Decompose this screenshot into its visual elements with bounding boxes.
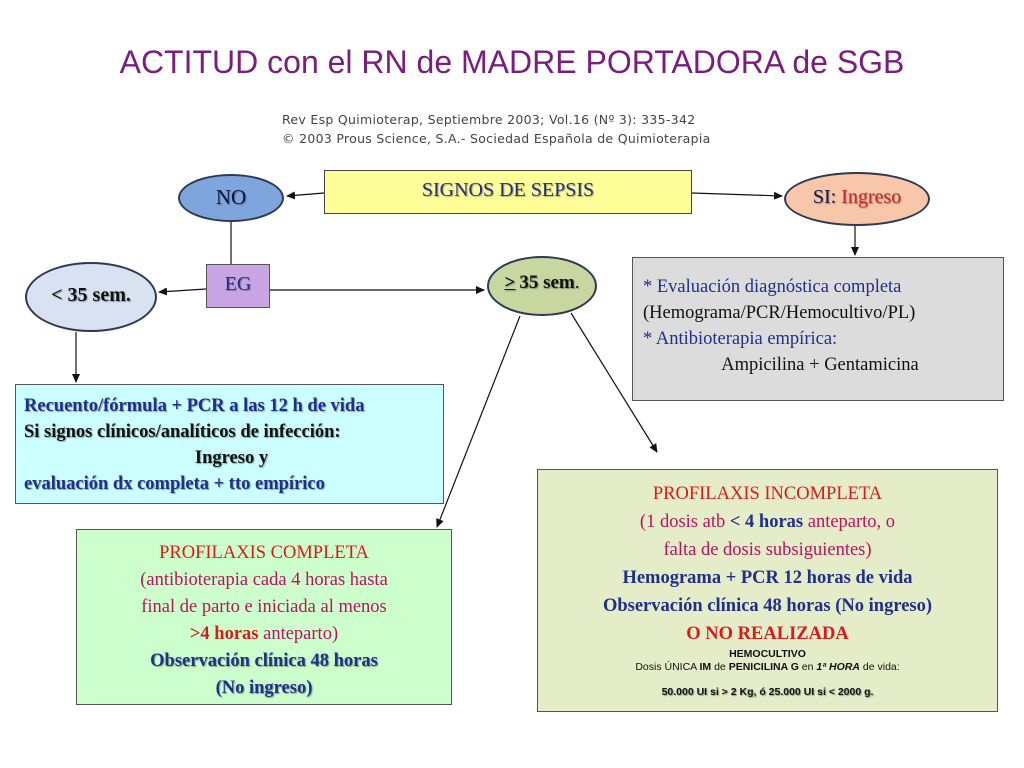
profilaxis-completa-box: PROFILAXIS COMPLETA (antibioterapia cada… <box>76 529 452 705</box>
incompleta-line-1: (1 dosis atb < 4 horas anteparto, o <box>538 508 997 536</box>
incompleta-anteparto: anteparto, o <box>803 512 896 532</box>
completa-line-2: final de parto e iniciada al menos <box>141 597 387 617</box>
si-ingreso-node: SI: Ingreso <box>784 172 930 226</box>
menor-35-sem-node: < 35 sem. <box>25 262 157 332</box>
signos-de-sepsis-box: SIGNOS DE SEPSIS <box>324 170 692 214</box>
dosis-en: en <box>798 661 817 673</box>
dosis-values: 50.000 UI si > 2 Kg, ó 25.000 UI si < 20… <box>661 686 874 698</box>
incompleta-dosis-text: (1 dosis atb <box>639 512 730 532</box>
arrow-signos-to-no <box>286 191 325 200</box>
incompleta-title: PROFILAXIS INCOMPLETA <box>652 484 883 504</box>
greater-equal-symbol: > <box>504 272 516 293</box>
incompleta-line-4: Observación clínica 48 horas (No ingreso… <box>602 596 933 616</box>
completa-4-horas: >4 horas <box>189 624 259 644</box>
incompleta-line-2: falta de dosis subsiguientes) <box>663 540 872 560</box>
reference-citation: Rev Esp Quimioterap, Septiembre 2003; Vo… <box>282 110 762 148</box>
completa-title: PROFILAXIS COMPLETA <box>159 543 369 563</box>
dosis-de: de <box>711 661 729 673</box>
recuento-line-4: evaluación dx completa + tto empírico <box>24 474 325 494</box>
evaluacion-line-3: * Antibioterapia empírica: <box>643 329 838 349</box>
gt35-dot: . <box>574 272 580 293</box>
dosis-unica: Dosis ÚNICA <box>635 661 700 673</box>
evaluacion-box: * Evaluación diagnóstica completa (Hemog… <box>632 257 1004 401</box>
dosis-penicilina: PENICILINA G <box>728 661 799 673</box>
arrow-gt35-to-completa <box>436 315 521 528</box>
no-node: NO <box>178 174 284 222</box>
recuento-box: Recuento/fórmula + PCR a las 12 h de vid… <box>15 384 444 504</box>
mayor-igual-35-sem-node: >35 sem. <box>487 256 597 316</box>
arrow-eg-to-lt35 <box>158 287 207 296</box>
recuento-line-2: Si signos clínicos/analíticos de infecci… <box>24 422 341 442</box>
reference-line-1: Rev Esp Quimioterap, Septiembre 2003; Vo… <box>282 112 696 127</box>
dosis-hora: 1ª HORA <box>816 661 860 673</box>
hemocultivo-label: HEMOCULTIVO <box>729 648 806 660</box>
ingreso-label: Ingreso <box>841 186 902 208</box>
completa-line-1: (antibioterapia cada 4 horas hasta <box>140 570 388 590</box>
arrow-gt35-to-incompleta <box>570 312 658 453</box>
arrow-signos-to-si <box>691 191 783 200</box>
dosis-line: Dosis ÚNICA IM de PENICILINA G en 1ª HOR… <box>538 661 997 674</box>
reference-line-2: © 2003 Prous Science, S.A.- Sociedad Esp… <box>282 131 711 146</box>
recuento-line-3: Ingreso y <box>194 448 269 468</box>
completa-anteparto: anteparto) <box>258 624 339 644</box>
completa-line-5: (No ingreso) <box>215 678 313 698</box>
recuento-line-1: Recuento/fórmula + PCR a las 12 h de vid… <box>24 396 365 416</box>
profilaxis-incompleta-box: PROFILAXIS INCOMPLETA (1 dosis atb < 4 h… <box>537 469 998 712</box>
eg-box: EG <box>206 264 270 308</box>
incompleta-menos-4-horas: < 4 horas <box>729 512 804 532</box>
evaluacion-line-1: * Evaluación diagnóstica completa <box>643 277 902 297</box>
si-label: SI: <box>812 186 837 208</box>
incompleta-line-3: Hemograma + PCR 12 horas de vida <box>622 568 913 588</box>
incompleta-line-5: O NO REALIZADA <box>686 624 849 644</box>
evaluacion-line-2: (Hemograma/PCR/Hemocultivo/PL) <box>643 303 916 323</box>
completa-line-4: Observación clínica 48 horas <box>150 651 378 671</box>
gt35-value: 35 sem <box>519 272 575 293</box>
completa-line-3: >4 horas anteparto) <box>77 621 451 648</box>
dosis-vida: de vida: <box>859 661 900 673</box>
slide-title: ACTITUD con el RN de MADRE PORTADORA de … <box>119 44 905 80</box>
dosis-im: IM <box>699 661 712 673</box>
evaluacion-line-4: Ampicilina + Gentamicina <box>721 355 919 375</box>
